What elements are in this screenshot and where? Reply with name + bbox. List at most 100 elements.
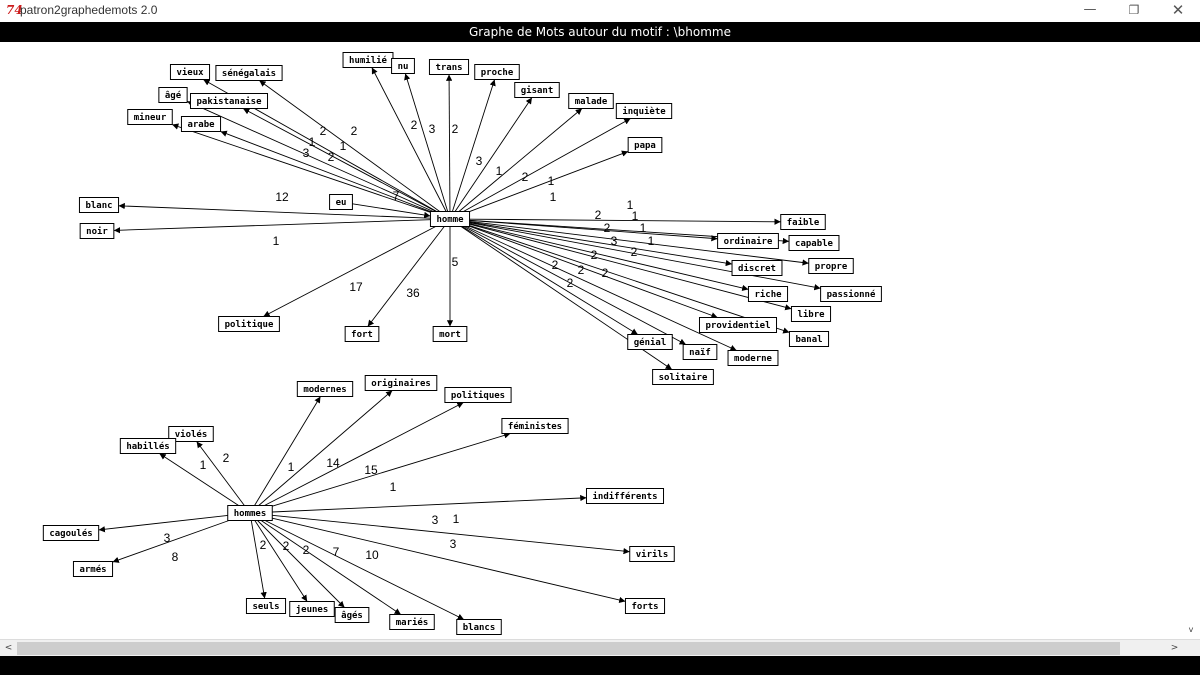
graph-node-pakistanaise[interactable]: pakistanaise [189,93,269,109]
graph-node-label: seuls [252,602,279,612]
edge-count-label: 2 [631,245,638,259]
graph-node-box [780,214,826,230]
graph-title: Graphe de Mots autour du motif : \bhomme [468,25,732,39]
edge-count-label: 14 [326,456,340,470]
graph-node-habilles[interactable]: habillés [119,438,177,454]
scrollbar-thumb[interactable] [17,642,1120,655]
graph-node-passionne[interactable]: passionné [820,286,882,302]
graph-node-box [682,344,718,360]
graph-node-libre[interactable]: libre [790,306,832,322]
graph-node-label: naïf [689,348,711,358]
graph-node-modernes[interactable]: modernes [296,381,354,397]
graph-node-politique[interactable]: politique [218,316,280,332]
graph-node-blanc[interactable]: blanc [78,197,120,213]
graph-node-ages[interactable]: âgés [334,607,370,623]
edge-count-label: 1 [390,480,397,494]
graph-node-trans[interactable]: trans [428,59,470,75]
graph-node-nu[interactable]: nu [391,58,415,74]
graph-node-label: capable [795,239,834,249]
graph-node-maries[interactable]: mariés [389,614,435,630]
graph-node-genial[interactable]: génial [627,334,673,350]
graph-node-mineur[interactable]: mineur [127,109,173,125]
graph-node-label: âgé [165,90,182,101]
graph-node-blancs[interactable]: blancs [456,619,502,635]
edge-count-label: 3 [432,513,439,527]
graph-edge [463,118,631,212]
graph-edge [445,74,453,212]
graph-node-politiques[interactable]: politiques [444,387,512,403]
graph-node-feministes[interactable]: féministes [501,418,569,434]
graph-node-naif[interactable]: naïf [682,344,718,360]
graph-node-virils[interactable]: virils [629,546,675,562]
graph-edge [451,79,496,212]
graph-node-noir[interactable]: noir [79,223,115,239]
graph-node-label: génial [634,337,667,348]
graph-node-arabe[interactable]: arabe [180,116,222,132]
graph-node-humilie[interactable]: humilié [342,52,394,68]
graph-node-mort[interactable]: mort [432,326,468,342]
graph-node-box [747,286,789,302]
close-button[interactable]: ✕ [1171,1,1185,19]
graph-node-forts[interactable]: forts [624,598,666,614]
graph-edge [272,514,630,555]
graph-node-cagoules[interactable]: cagoulés [42,525,100,541]
graph-node-providentiel[interactable]: providentiel [698,317,778,333]
graph-node-indifferents[interactable]: indifférents [585,488,665,504]
graph-node-label: nu [398,62,409,72]
scroll-right-arrow[interactable]: > [1170,643,1179,653]
graph-node-label: mineur [134,112,167,123]
graph-edge [171,123,431,213]
graph-node-jeunes[interactable]: jeunes [289,601,335,617]
graph-node-armes[interactable]: armés [72,561,114,577]
graph-node-vieux[interactable]: vieux [169,64,211,80]
graph-node-box [615,103,673,119]
graph-node-solitaire[interactable]: solitaire [652,369,714,385]
graph-node-violes[interactable]: violés [168,426,214,442]
maximize-button[interactable]: ❐ [1128,3,1140,17]
scroll-down-arrow[interactable]: v [1188,625,1194,634]
graph-node-faible[interactable]: faible [780,214,826,230]
graph-node-moderne[interactable]: moderne [727,350,779,366]
graph-edge [242,108,437,212]
graph-node-box [788,331,830,347]
graph-node-label: noir [86,226,108,237]
graph-node-label: sénégalais [222,68,276,79]
graph-node-age[interactable]: âgé [158,87,188,103]
graph-edge [259,80,440,212]
graph-node-label: originaires [371,378,431,389]
edge-count-label: 2 [283,539,290,553]
graph-node-fort[interactable]: fort [344,326,380,342]
graph-node-malade[interactable]: malade [568,93,614,109]
graph-node-banal[interactable]: banal [788,331,830,347]
edge-count-label: 1 [309,135,316,149]
graph-node-ordinaire[interactable]: ordinaire [717,233,779,249]
graph-node-box [391,58,415,74]
graph-node-eu[interactable]: eu [329,194,353,210]
scroll-left-arrow[interactable]: < [4,643,13,653]
edge-count-label: 3 [450,537,457,551]
graph-node-inquiete[interactable]: inquiète [615,103,673,119]
graph-edge [159,453,239,506]
graph-node-capable[interactable]: capable [788,235,840,251]
graph-node-propre[interactable]: propre [808,258,854,274]
graph-node-gisant[interactable]: gisant [514,82,560,98]
graph-edge [263,226,436,317]
graph-node-box [344,326,380,342]
minimize-button[interactable]: — [1083,2,1097,17]
horizontal-scrollbar[interactable]: < > [0,639,1200,657]
edge-count-label: 1 [627,198,634,212]
graph-node-homme[interactable]: homme [429,211,471,227]
graph-node-proche[interactable]: proche [474,64,520,80]
graph-title-banner: Graphe de Mots autour du motif : \bhomme [0,22,1200,42]
graph-node-hommes[interactable]: hommes [227,505,273,521]
graph-node-riche[interactable]: riche [747,286,789,302]
graph-node-originaires[interactable]: originaires [364,375,438,391]
graph-node-discret[interactable]: discret [731,260,783,276]
edge-count-label: 2 [591,248,598,262]
graph-node-seuls[interactable]: seuls [245,598,287,614]
title-bar: 74 patron2graphedemots 2.0 — ❐ ✕ [0,0,1200,23]
graph-node-papa[interactable]: papa [627,137,663,153]
graph-node-senegalais[interactable]: sénégalais [215,65,283,81]
edge-count-label: 15 [364,463,378,477]
